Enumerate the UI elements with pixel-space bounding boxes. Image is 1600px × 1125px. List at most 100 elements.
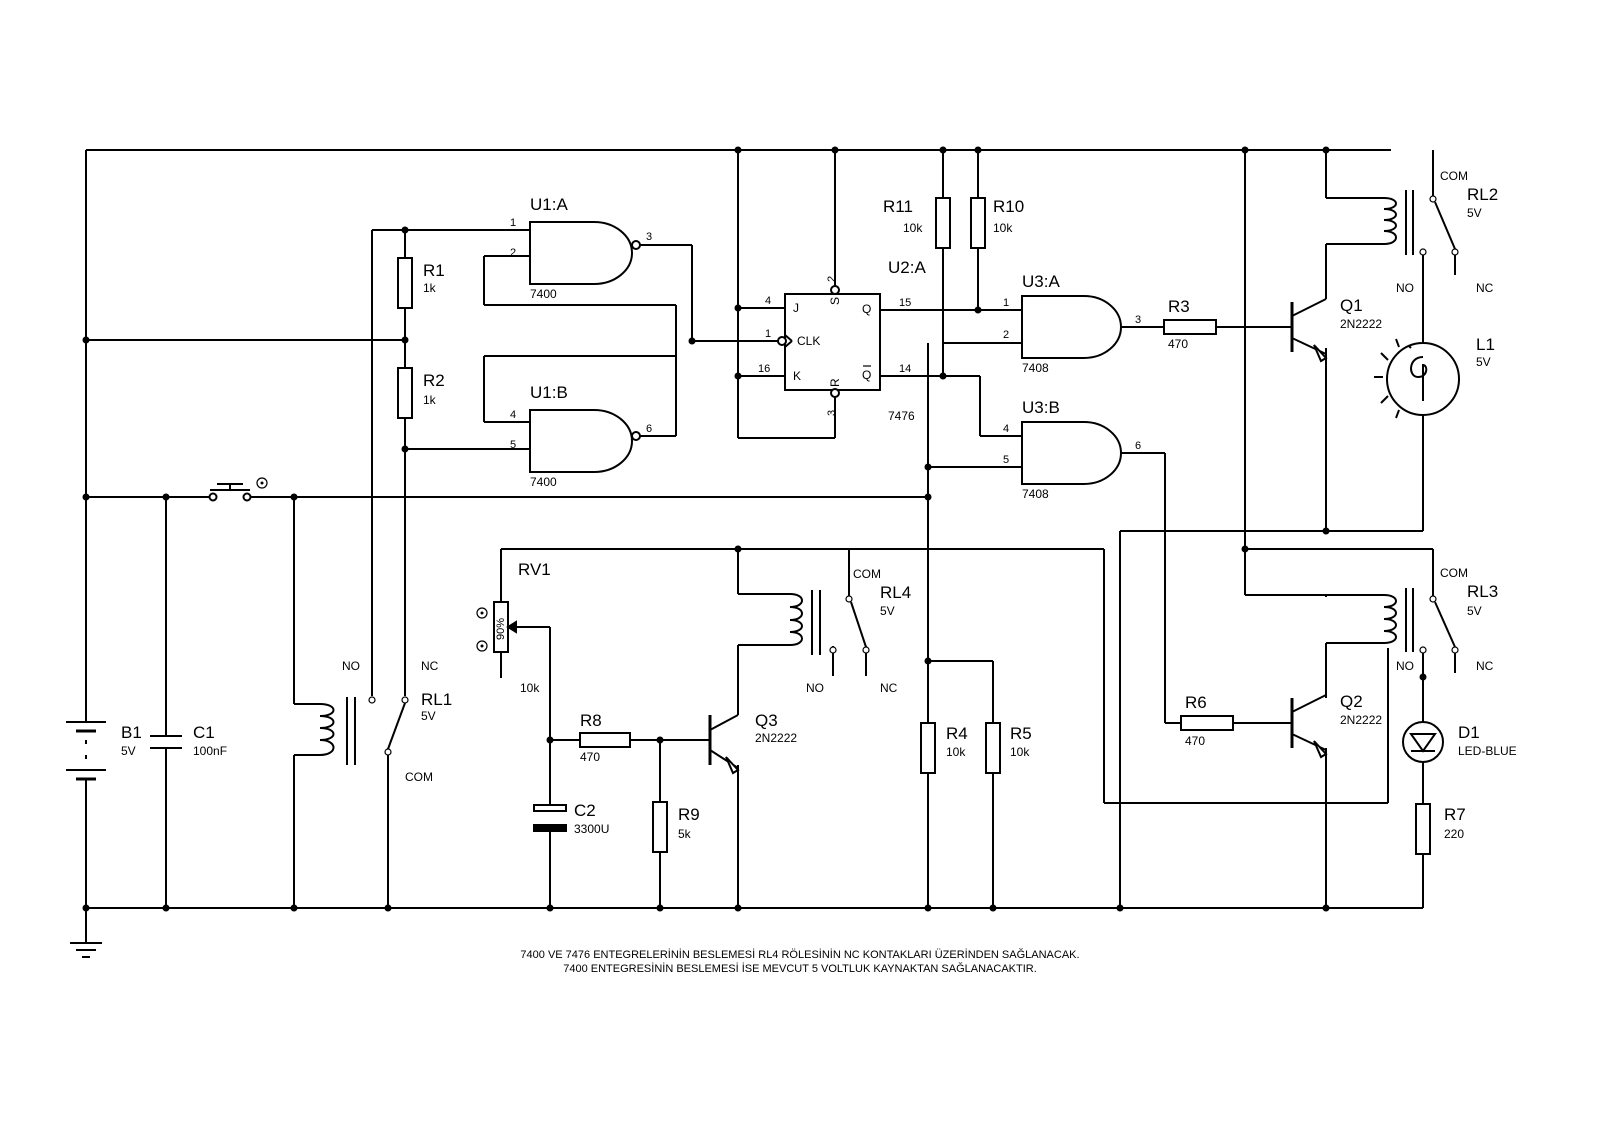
r8-ref: R8 [580,711,602,730]
rl4-ref: RL4 [880,583,911,602]
rl4-nc-label: NC [880,681,898,695]
u1a-ref: U1:A [530,195,568,214]
svg-text:16: 16 [758,363,770,375]
svg-text:J: J [793,301,799,315]
relay-rl3: COM NO NC RL3 5V [1383,566,1498,677]
resistor-r7: R7 220 [1415,803,1466,855]
svg-text:5: 5 [1003,454,1009,466]
svg-text:2: 2 [510,247,516,259]
lamp-l1: L1 5V [1374,335,1495,419]
junction-dots [82,146,1427,912]
resistor-r1: R1 1k [397,257,445,309]
resistor-r2: R2 1k [397,367,445,419]
q2-ref: Q2 [1340,692,1363,711]
r6-value: 470 [1185,734,1205,748]
rv1-wiper: 90% [495,618,507,640]
push-button [208,477,268,502]
r1-ref: R1 [423,261,445,280]
rl2-value: 5V [1467,206,1482,220]
svg-text:K: K [793,369,801,383]
svg-text:Q: Q [862,302,871,316]
r4-ref: R4 [946,724,968,743]
rl3-ref: RL3 [1467,582,1498,601]
rl4-value: 5V [880,604,895,618]
svg-text:3: 3 [1135,314,1141,326]
r1-value: 1k [423,281,437,295]
led-d1: D1 LED-BLUE [1402,721,1517,763]
potentiometer-rv1: 90% RV1 10k [476,560,551,695]
relay-rl1: NO NC COM RL1 5V [319,659,452,784]
resistor-r5: R5 10k [985,722,1032,774]
r7-ref: R7 [1444,805,1466,824]
resistor-r10: R10 10k [970,197,1024,249]
gate-u1b: 4 5 6 U1:B 7400 [510,383,652,489]
rl2-com-label: COM [1440,169,1468,183]
svg-text:2: 2 [826,276,838,282]
r2-ref: R2 [423,371,445,390]
rl1-value: 5V [421,709,436,723]
rl4-no-label: NO [806,681,824,695]
svg-text:5: 5 [510,439,516,451]
svg-text:CLK: CLK [797,334,820,348]
capacitor-c1: C1 100nF [150,723,227,758]
u3a-value: 7408 [1022,361,1049,375]
relay-rl4: COM NO NC RL4 5V [789,567,911,695]
capacitor-c2: C2 3300U [533,801,609,836]
gate-u3a: 1 2 3 U3:A 7408 [1003,272,1141,375]
r5-ref: R5 [1010,724,1032,743]
svg-text:S: S [828,297,842,305]
c1-value: 100nF [193,744,227,758]
r9-ref: R9 [678,805,700,824]
rl2-nc-label: NC [1476,281,1494,295]
rl3-value: 5V [1467,604,1482,618]
u1b-ref: U1:B [530,383,568,402]
transistor-q3: Q3 2N2222 [708,711,797,775]
rl2-ref: RL2 [1467,185,1498,204]
svg-text:Q: Q [862,368,871,382]
q1-ref: Q1 [1340,296,1363,315]
resistor-r6: R6 470 [1180,693,1234,748]
r11-value: 10k [903,221,923,235]
rl2-no-label: NO [1396,281,1414,295]
c1-ref: C1 [193,723,215,742]
transistor-q2: Q2 2N2222 [1290,692,1382,759]
r8-value: 470 [580,750,600,764]
svg-text:14: 14 [899,363,911,375]
d1-value: LED-BLUE [1458,744,1517,758]
r11-ref: R11 [883,197,913,216]
l1-value: 5V [1476,355,1491,369]
r4-value: 10k [946,745,966,759]
svg-text:2: 2 [1003,329,1009,341]
flipflop-u2a: J CLK K Q Q S R 4 1 16 2 3 15 14 U2:A 74… [758,258,926,423]
u2a-value: 7476 [888,409,915,423]
rl3-no-label: NO [1396,659,1414,673]
q3-value: 2N2222 [755,731,797,745]
u3b-ref: U3:B [1022,398,1060,417]
r3-ref: R3 [1168,297,1190,316]
rv1-ref: RV1 [518,560,551,579]
u1a-value: 7400 [530,287,557,301]
r7-value: 220 [1444,827,1464,841]
svg-text:15: 15 [899,297,911,309]
r3-value: 470 [1168,337,1188,351]
gate-u3b: 4 5 6 U3:B 7408 [1003,398,1141,501]
u2a-ref: U2:A [888,258,926,277]
gate-u1a: 1 2 3 U1:A 7400 [510,195,652,301]
r2-value: 1k [423,393,437,407]
rl3-com-label: COM [1440,566,1468,580]
u3a-ref: U3:A [1022,272,1060,291]
u1b-value: 7400 [530,475,557,489]
r5-value: 10k [1010,745,1030,759]
rl4-com-label: COM [853,567,881,581]
rl3-nc-label: NC [1476,659,1494,673]
transistor-q1: Q1 2N2222 [1290,296,1382,363]
svg-text:4: 4 [510,409,516,421]
resistor-r3: R3 470 [1163,297,1217,351]
svg-text:6: 6 [646,423,652,435]
relay-rl2: COM NO NC RL2 5V [1383,169,1498,295]
svg-text:4: 4 [1003,423,1009,435]
svg-text:6: 6 [1135,440,1141,452]
svg-text:1: 1 [1003,297,1009,309]
wires [85,149,1434,943]
